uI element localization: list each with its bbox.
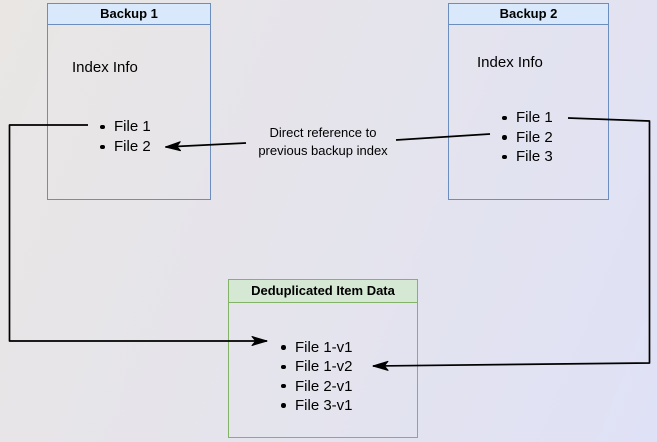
dedup-file-list: File 1-v1 File 1-v2 File 2-v1 File 3-v1 (281, 338, 353, 415)
backup1-index-info-label: Index Info (72, 59, 138, 76)
list-item: File 2 (502, 128, 553, 148)
dedup-header: Deduplicated Item Data (229, 280, 417, 303)
list-item: File 2 (100, 137, 151, 157)
backup2-box: Backup 2 Index Info File 1 File 2 File 3 (448, 3, 609, 200)
backup1-box: Backup 1 Index Info File 1 File 2 (47, 3, 211, 200)
backup2-file-list: File 1 File 2 File 3 (502, 108, 553, 167)
backup2-index-info-label: Index Info (477, 54, 543, 71)
list-item: File 1-v1 (281, 338, 353, 357)
list-item: File 1-v2 (281, 357, 353, 376)
edge-label-direct-reference: Direct reference to previous backup inde… (240, 124, 406, 159)
edge-label-line1: Direct reference to (269, 125, 377, 140)
list-item: File 3-v1 (281, 396, 353, 415)
dedup-box: Deduplicated Item Data File 1-v1 File 1-… (228, 279, 418, 438)
list-item: File 1 (502, 108, 553, 128)
edge-label-line2: previous backup index (258, 142, 388, 158)
list-item: File 3 (502, 147, 553, 167)
list-item: File 2-v1 (281, 377, 353, 396)
backup2-header: Backup 2 (449, 4, 608, 25)
list-item: File 1 (100, 117, 151, 137)
backup1-file-list: File 1 File 2 (100, 117, 151, 157)
backup1-header: Backup 1 (48, 4, 210, 25)
